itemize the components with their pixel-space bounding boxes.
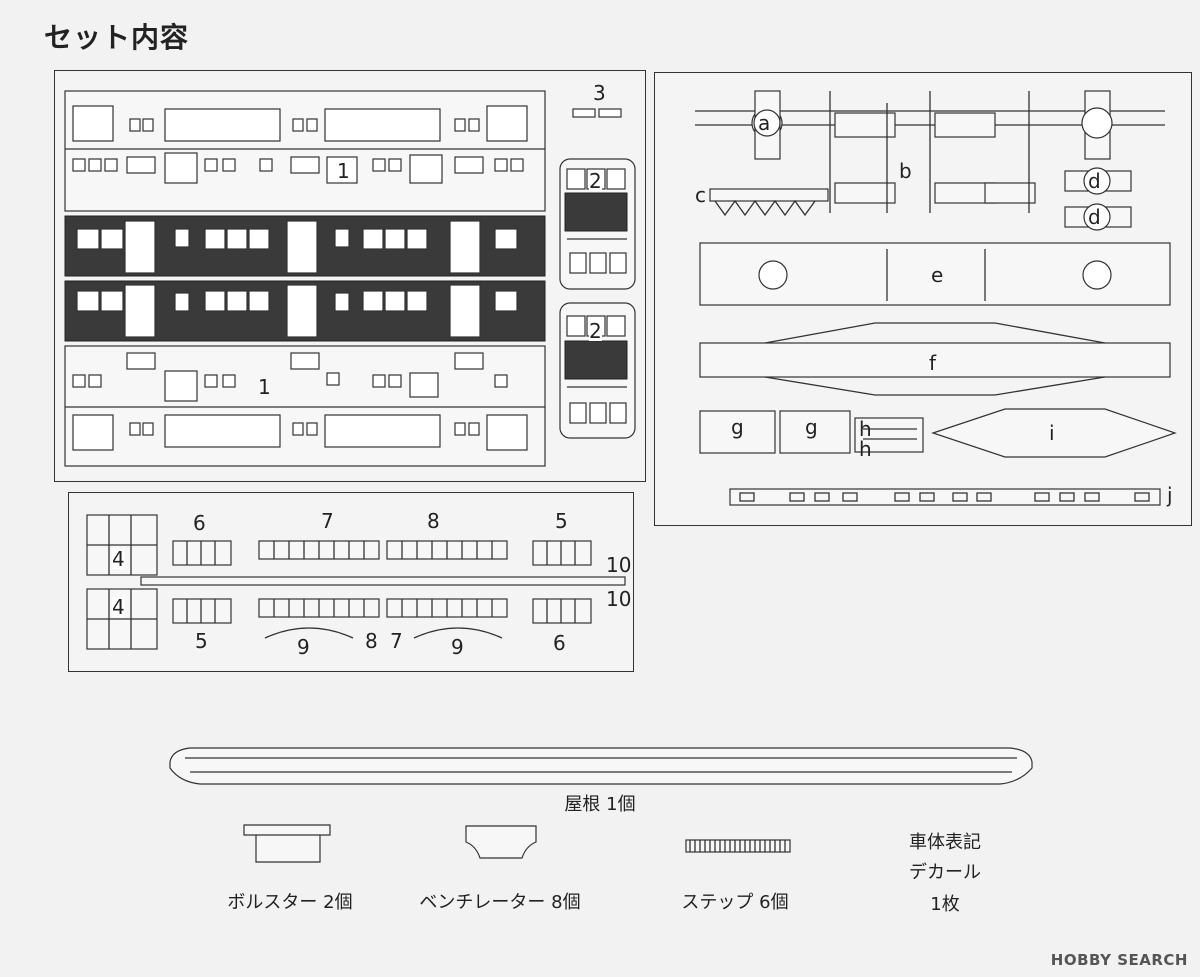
part-label-d-lower: d	[1088, 205, 1101, 229]
roof-drawing	[169, 747, 1033, 785]
part-label-6-upper-left: 6	[193, 511, 206, 535]
decal-caption-line2: デカール	[909, 862, 981, 883]
decal-caption-line3: 1枚	[930, 894, 960, 915]
part-label-2-upper: 2	[589, 169, 602, 193]
body-parts-drawing	[64, 90, 636, 467]
frame-parts-drawing	[695, 90, 1177, 506]
part-label-2-lower: 2	[589, 319, 602, 343]
part-label-h-upper: h	[859, 417, 872, 441]
part-label-4-upper: 4	[112, 547, 125, 571]
roof-caption: 屋根 1個	[564, 794, 636, 815]
step-drawing	[685, 839, 791, 853]
part-label-3: 3	[593, 81, 606, 105]
part-label-5-lower-left: 5	[195, 629, 208, 653]
part-label-8-upper: 8	[427, 509, 440, 533]
part-label-10-upper: 10	[606, 553, 632, 577]
watermark: HOBBY SEARCH	[1050, 951, 1188, 969]
interior-parts-drawing	[86, 514, 626, 650]
part-label-c: c	[695, 183, 706, 207]
rack-dividers	[273, 541, 493, 617]
decal-caption-line1: 車体表記	[909, 832, 981, 853]
part-label-5-upper-right: 5	[555, 509, 568, 533]
part-label-e: e	[931, 263, 944, 287]
ventilator-drawing	[465, 825, 537, 859]
part-label-1-lower: 1	[258, 375, 271, 399]
part-label-f: f	[929, 351, 937, 375]
bolster-caption: ボルスター 2個	[227, 892, 353, 913]
part-label-7-upper: 7	[321, 509, 334, 533]
part-label-8-lower: 8	[365, 629, 378, 653]
part-label-g-right: g	[805, 415, 818, 439]
part-label-a: a	[758, 111, 771, 135]
part-label-10-lower: 10	[606, 587, 632, 611]
part-label-6-lower-right: 6	[553, 631, 566, 655]
step-caption: ステップ 6個	[681, 892, 789, 913]
part-label-i: i	[1049, 421, 1055, 445]
part-label-d-upper: d	[1088, 169, 1101, 193]
part-label-9-left: 9	[297, 635, 310, 659]
j-slots	[739, 492, 1150, 502]
interior-parts-sheet: 4 4 5 5 6 6 7 7 8 8 9 9 10 10	[68, 492, 634, 672]
ventilator-caption: ベンチレーター 8個	[419, 892, 581, 913]
part-label-9-right: 9	[451, 635, 464, 659]
part-label-h-lower: h	[859, 437, 872, 461]
frame-parts-sheet: a b c d d e f g g h h i j	[654, 72, 1192, 526]
part-label-7-lower: 7	[390, 629, 403, 653]
part-label-4-lower: 4	[112, 595, 125, 619]
part-label-j: j	[1167, 483, 1173, 507]
bolster-drawing	[243, 824, 331, 863]
part-label-b: b	[899, 159, 912, 183]
part-label-1-upper: 1	[337, 159, 350, 183]
body-parts-sheet: 1 1 2 2 3	[54, 70, 646, 482]
part-label-g-left: g	[731, 415, 744, 439]
page-title: セット内容	[44, 21, 190, 54]
